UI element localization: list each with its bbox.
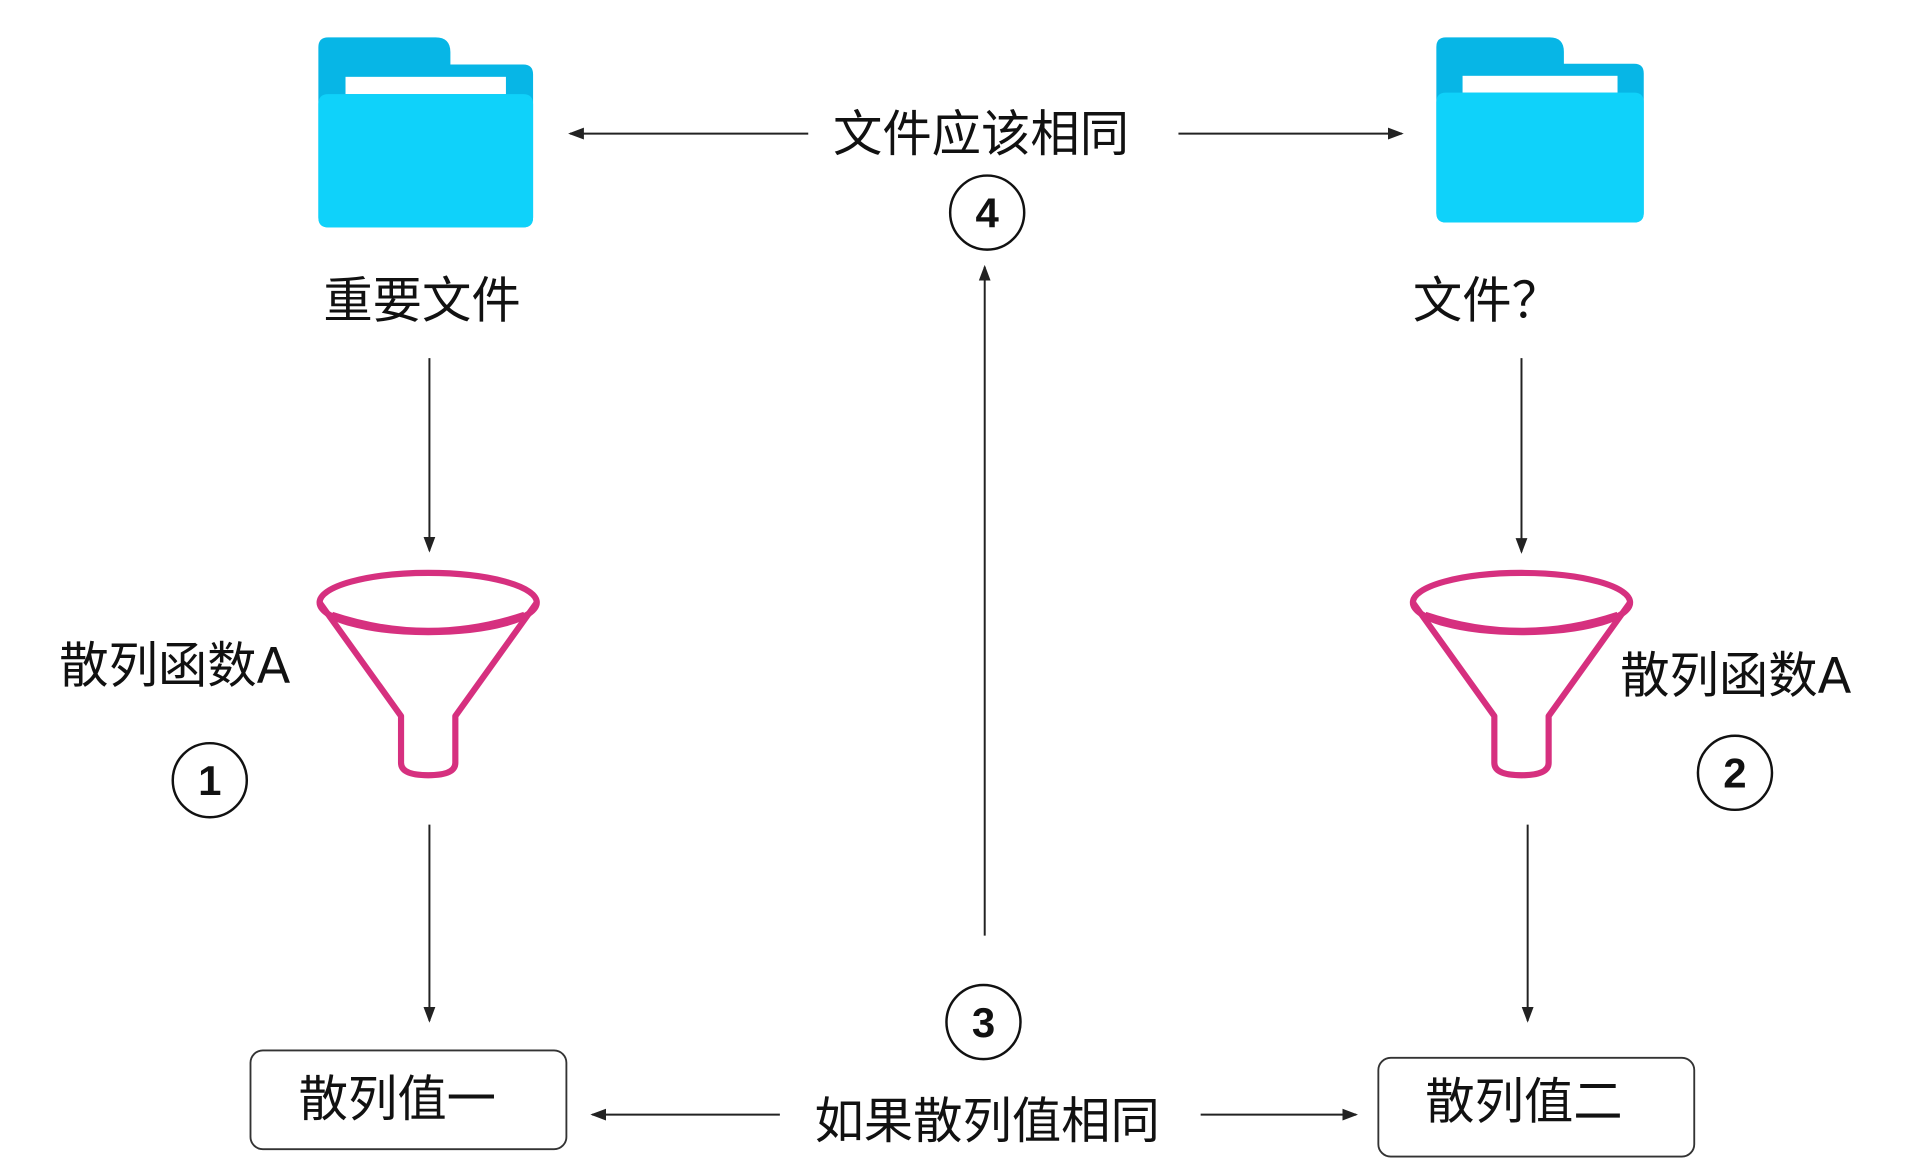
svg-text:2: 2 <box>1723 750 1746 797</box>
hash-value-two-box: 散列值二 <box>1377 1056 1696 1158</box>
right-hash-function-funnel-icon <box>1413 573 1630 775</box>
right-hash-function-label: 散列函数A <box>1620 647 1851 705</box>
step-4-badge: 4 <box>948 174 1026 251</box>
left-hash-function-label: 散列函数A <box>59 637 290 695</box>
left-hash-function-funnel-icon <box>320 573 537 775</box>
step-3-badge: 3 <box>945 983 1022 1061</box>
svg-text:1: 1 <box>198 757 221 804</box>
files-should-match-label: 文件应该相同 <box>833 105 1129 163</box>
unknown-file-folder-icon <box>1436 37 1644 223</box>
hash-value-one-box: 散列值一 <box>249 1049 568 1151</box>
step-1-badge: 1 <box>171 741 249 819</box>
important-file-label: 重要文件 <box>323 271 520 329</box>
unknown-file-label: 文件？ <box>1413 271 1561 329</box>
svg-text:3: 3 <box>972 999 995 1046</box>
svg-text:散列值一: 散列值一 <box>299 1070 496 1128</box>
svg-text:散列值二: 散列值二 <box>1425 1072 1622 1130</box>
if-hashes-match-label: 如果散列值相同 <box>814 1092 1159 1150</box>
step-2-badge: 2 <box>1696 734 1774 812</box>
svg-text:4: 4 <box>976 189 1000 236</box>
important-file-folder-icon <box>318 37 534 228</box>
